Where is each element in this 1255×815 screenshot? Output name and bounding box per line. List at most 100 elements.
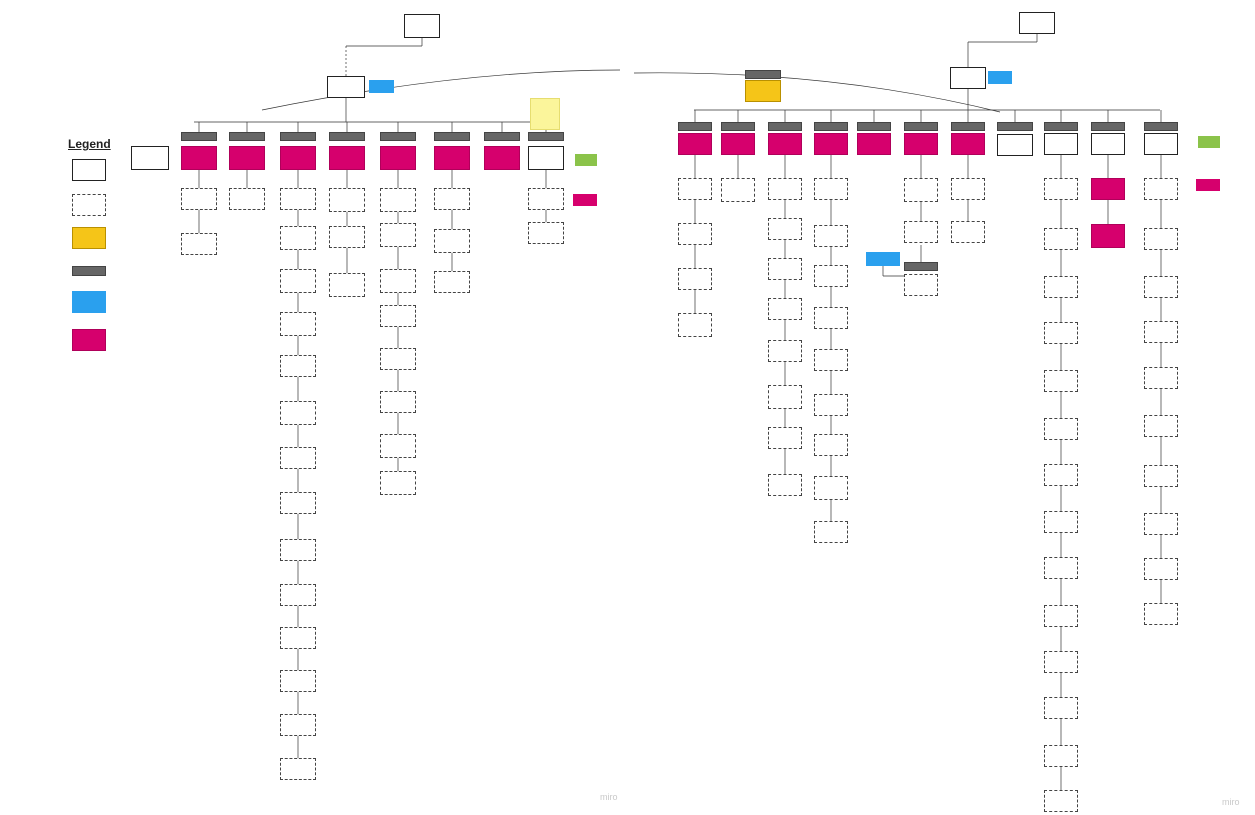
page-news-and-announcements[interactable]: [997, 134, 1033, 156]
item-bunnings-and-wellnz-nz[interactable]: [380, 223, 416, 247]
page-safety-administration-reporting[interactable]: [181, 146, 217, 170]
item-inventory-management[interactable]: [1044, 651, 1078, 673]
level-1-badge-right[interactable]: [988, 71, 1012, 84]
item-price-integrity[interactable]: [1044, 745, 1078, 767]
template-badge-news[interactable]: [997, 122, 1033, 131]
item-injury-profiles[interactable]: [380, 348, 416, 370]
item-policies[interactable]: [768, 218, 802, 240]
item-communication-and-consultation[interactable]: [280, 401, 316, 425]
item-stocktake-forms[interactable]: [1144, 465, 1178, 487]
item-cafe-forms[interactable]: [1144, 228, 1178, 250]
sticky-note[interactable]: [530, 98, 560, 130]
page-our-culture[interactable]: [721, 133, 755, 155]
legend-swatch-dash[interactable]: [72, 194, 106, 216]
template-badge-safety-campaigns-and-actions[interactable]: [434, 132, 470, 141]
item-compliance[interactable]: [1044, 276, 1078, 298]
item-bsafe-strategy-planning[interactable]: [280, 226, 316, 250]
item-safety-videos[interactable]: [434, 271, 470, 293]
item-procurement[interactable]: [280, 714, 316, 736]
section-box-about-bunnings[interactable]: [950, 67, 986, 89]
item-community-forms[interactable]: [1144, 276, 1178, 298]
template-badge-policies-and-procedures[interactable]: [1044, 122, 1078, 131]
item-age[interactable]: [814, 178, 848, 200]
template-badge-our-strategy[interactable]: [678, 122, 712, 131]
item-our-results-and-wesfarmers[interactable]: [678, 313, 712, 337]
home-box-left[interactable]: [404, 14, 440, 38]
item-it-services-forms[interactable]: [1144, 415, 1178, 437]
item-top-stock[interactable]: [528, 188, 564, 210]
legend-swatch-solid[interactable]: [72, 159, 106, 181]
item-activation-organiser-hub[interactable]: [904, 221, 938, 243]
page-diversity-and-inclusion[interactable]: [814, 133, 848, 155]
template-badge-forms[interactable]: [1144, 122, 1178, 131]
item-it-itt[interactable]: [1044, 322, 1078, 344]
page-safety-campaigns-and-actions[interactable]: [434, 146, 470, 170]
item-safety-updates-and-actions[interactable]: [434, 229, 470, 253]
item-anti-bribery[interactable]: [768, 298, 802, 320]
page-policies-and-procedures[interactable]: [1044, 133, 1078, 155]
template-badge-safety-administration-reporting[interactable]: [181, 132, 217, 141]
item-special-orders[interactable]: [1044, 557, 1078, 579]
item-administration[interactable]: [280, 758, 316, 780]
item-wesfarmers-share-trading-policy[interactable]: [768, 385, 802, 409]
item-injured-at-work-posters[interactable]: [380, 434, 416, 458]
legend-swatch-yellow[interactable]: [72, 227, 106, 249]
template-badge-emergency-management[interactable]: [484, 132, 520, 141]
item-audits[interactable]: [280, 492, 316, 514]
item-loss-prevention-forms[interactable]: [1144, 558, 1178, 580]
item-safety-campaigns[interactable]: [434, 188, 470, 210]
item-online-orders[interactable]: [1044, 605, 1078, 627]
item-three-pillars[interactable]: [678, 178, 712, 200]
item-brand-guidelines-manual[interactable]: [951, 221, 985, 243]
legend-swatch-pink[interactable]: [72, 329, 106, 351]
item-our-leadership[interactable]: [678, 223, 712, 245]
item-celebrity-central[interactable]: [904, 274, 938, 296]
item-compliance-risk-forms[interactable]: [1144, 321, 1178, 343]
item-team-structure[interactable]: [678, 268, 712, 290]
template-badge-top-stock-and-hand-stock-safety[interactable]: [528, 132, 564, 141]
page-safe-working-practices[interactable]: [280, 146, 316, 170]
item-caring-responsibilities[interactable]: [814, 349, 848, 371]
item-contacts[interactable]: [768, 474, 802, 496]
item-gender[interactable]: [814, 265, 848, 287]
item-injury-and-claims[interactable]: [280, 447, 316, 469]
level-1-badge-left[interactable]: [369, 80, 394, 93]
item-doing-the-right-thing[interactable]: [768, 178, 802, 200]
item-the-way-we-do-things-around-here[interactable]: [721, 178, 755, 202]
template-badge-our-culture[interactable]: [721, 122, 755, 131]
item-health-wellness[interactable]: [280, 670, 316, 692]
item-operations[interactable]: [1044, 418, 1078, 440]
template-badge-community-involvement[interactable]: [904, 122, 938, 131]
item-aboriginal-torres-strait-islander[interactable]: [814, 476, 848, 500]
level-2-badge-right[interactable]: [1198, 136, 1220, 148]
template-badge-sustainability[interactable]: [857, 122, 891, 131]
item-lgbtiq[interactable]: [814, 225, 848, 247]
item-administration-tools[interactable]: [181, 188, 217, 210]
template-badge-bon-experience[interactable]: [745, 70, 781, 79]
level-3-badge-right[interactable]: [1196, 179, 1220, 191]
item-abilities[interactable]: [814, 307, 848, 329]
item-training[interactable]: [280, 584, 316, 606]
item-legal[interactable]: [1091, 178, 1125, 200]
page-incident-reporting[interactable]: [229, 146, 265, 170]
level-3-badge-left[interactable]: [573, 194, 597, 206]
item-group-governance-documents[interactable]: [1091, 224, 1125, 248]
page-integrity[interactable]: [768, 133, 802, 155]
item-ways-of-working[interactable]: [814, 394, 848, 416]
page-forms[interactable]: [1144, 133, 1178, 155]
item-store-expense-items[interactable]: [1044, 697, 1078, 719]
template-badge-our-brand[interactable]: [951, 122, 985, 131]
item-a-z-dictionary[interactable]: [1044, 178, 1078, 200]
item-safety-reporting[interactable]: [181, 233, 217, 255]
item-other-area-support-forms[interactable]: [1144, 603, 1178, 625]
item-incident-management[interactable]: [280, 355, 316, 377]
link-note-box[interactable]: [866, 252, 900, 266]
item-emergency-management[interactable]: [280, 627, 316, 649]
page-community-involvement[interactable]: [904, 133, 938, 155]
item-payroll-and-scheduling[interactable]: [1044, 790, 1078, 812]
item-trade-forms[interactable]: [1144, 513, 1178, 535]
page-our-brand[interactable]: [951, 133, 985, 155]
page-emergency-management[interactable]: [484, 146, 520, 170]
page-well-being[interactable]: [329, 146, 365, 170]
section-box-safety-wellness[interactable]: [327, 76, 365, 98]
